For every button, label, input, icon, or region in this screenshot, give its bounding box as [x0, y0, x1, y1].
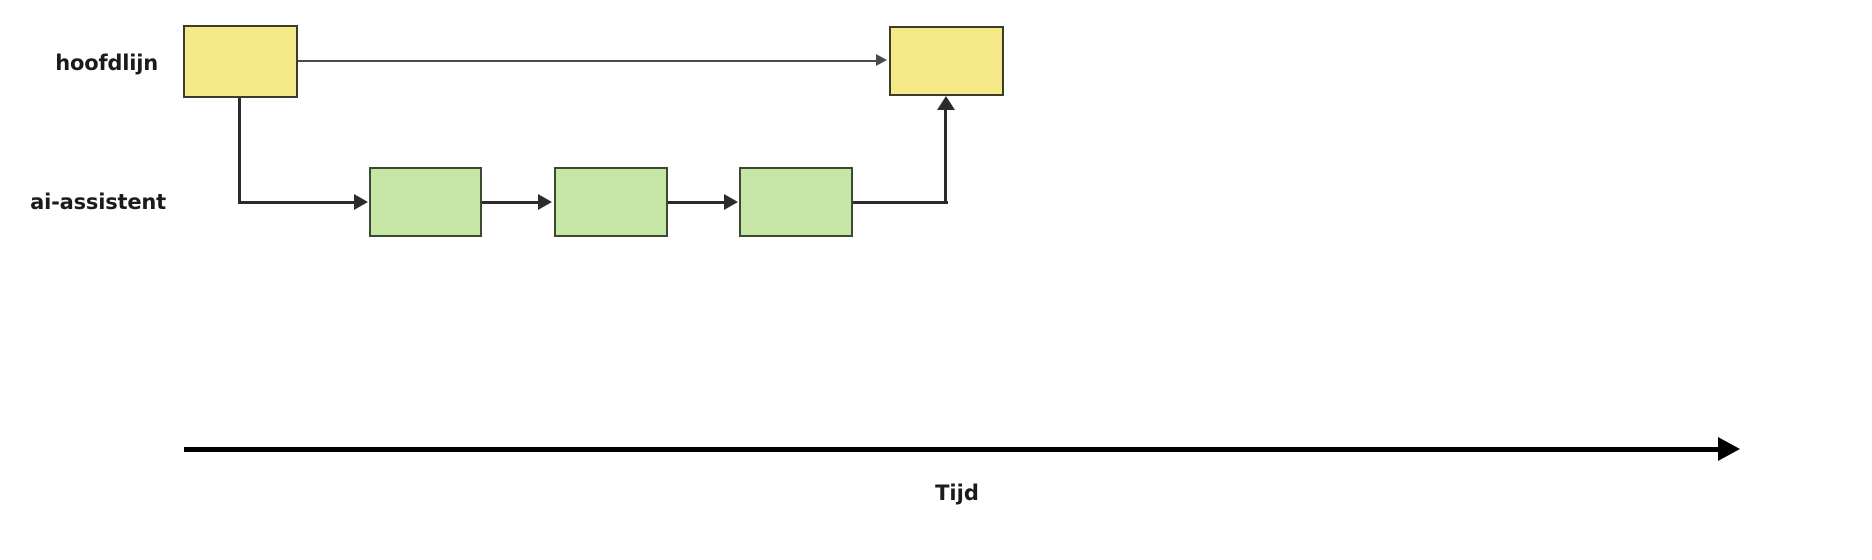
time-axis-line — [184, 447, 1724, 452]
connector-ai-2-to-ai-3 — [668, 201, 725, 204]
node-ai-step-1[interactable] — [369, 167, 482, 237]
connector-fork-vertical — [238, 96, 241, 204]
connector-join-horizontal — [853, 201, 948, 204]
lane-label-hoofdlijn: hoofdlijn — [55, 51, 158, 75]
time-axis-arrowhead-icon — [1718, 437, 1740, 461]
connector-fork-horizontal — [238, 201, 355, 204]
node-main-end[interactable] — [889, 26, 1004, 96]
arrowhead-main-end-join-icon — [937, 96, 955, 110]
arrowhead-ai-3-icon — [724, 194, 738, 210]
arrowhead-ai-2-icon — [538, 194, 552, 210]
arrowhead-main-end-icon — [876, 54, 887, 66]
connector-join-vertical — [944, 110, 947, 202]
connector-main-start-to-main-end — [298, 60, 878, 62]
connector-ai-1-to-ai-2 — [482, 201, 539, 204]
time-axis-label: Tijd — [935, 481, 979, 505]
lane-label-ai-assistent: ai-assistent — [30, 190, 166, 214]
node-ai-step-2[interactable] — [554, 167, 668, 237]
node-ai-step-3[interactable] — [739, 167, 853, 237]
arrowhead-ai-1-icon — [354, 194, 368, 210]
node-main-start[interactable] — [183, 25, 298, 98]
